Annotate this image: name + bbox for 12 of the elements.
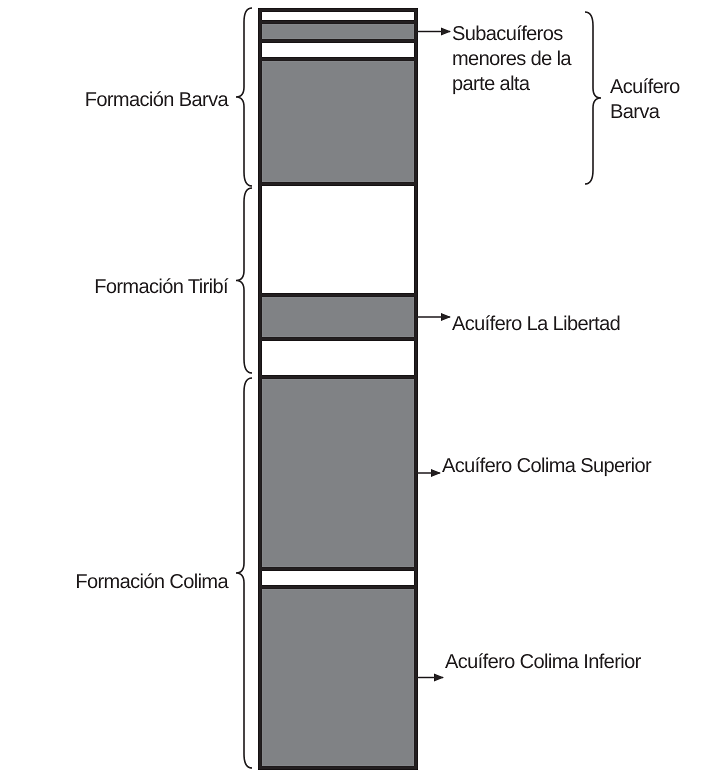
arrow [418,674,444,682]
aquifer-label: Acuífero Barva [610,75,681,125]
formation-label: Formación Colima [75,570,228,595]
arrow [418,28,451,36]
arrow [418,313,451,321]
aquifer-label: Acuífero Colima Inferior [445,650,715,675]
aquifer-label: Acuífero La Libertad [452,312,712,337]
formation-label: Formación Tiribí [94,275,228,300]
formation-label: Formación Barva [84,88,228,113]
arrow [418,469,441,477]
aquifer-label: Acuífero Colima Superior [442,454,712,479]
aquifer-label: Subacuíferos menores de la parte alta [452,22,590,97]
